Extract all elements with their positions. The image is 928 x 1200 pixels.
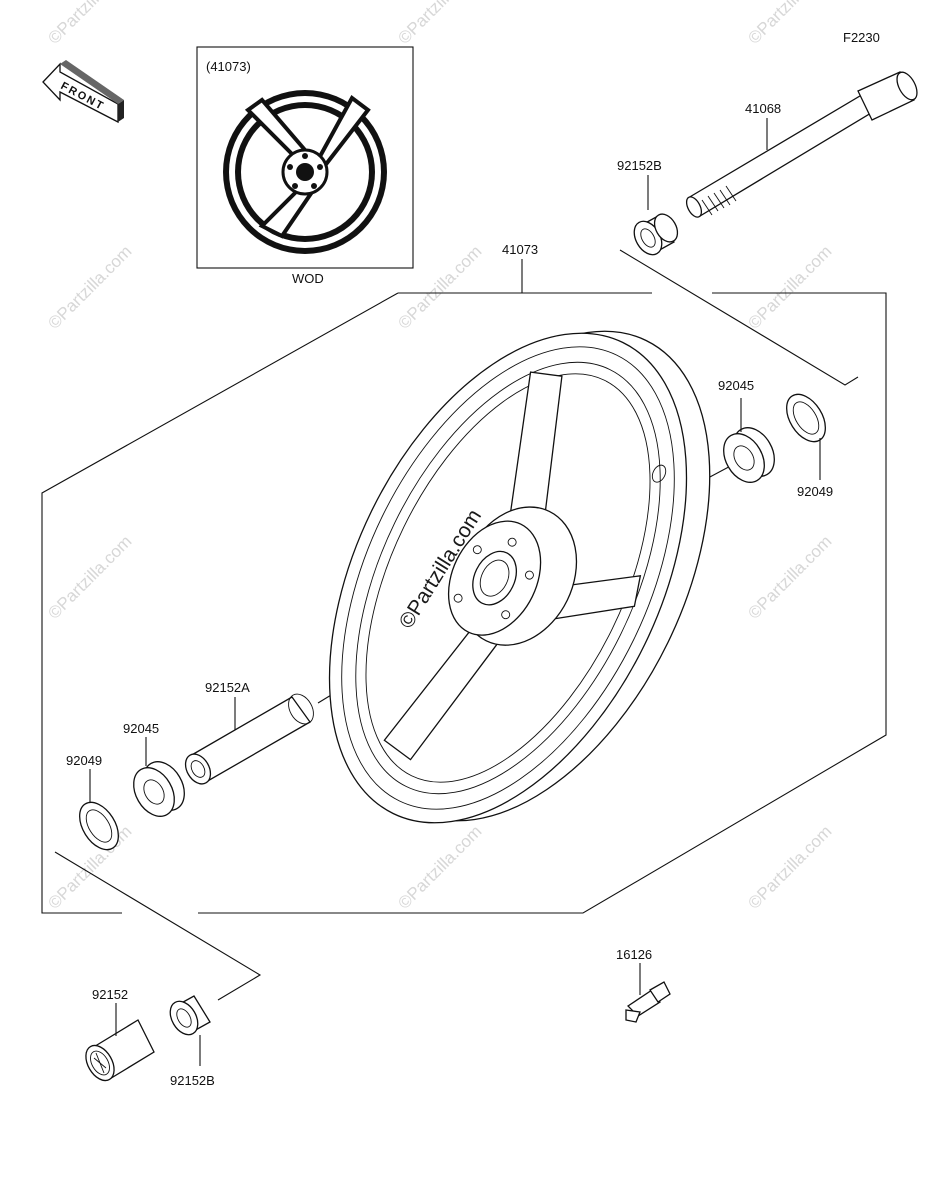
label-valve: 16126 bbox=[616, 947, 652, 962]
watermark: ©Partzilla.com bbox=[744, 822, 835, 913]
inset-part-number: (41073) bbox=[206, 59, 251, 74]
bearing-left bbox=[133, 761, 185, 817]
label-seal-left: 92049 bbox=[66, 753, 102, 768]
watermark: ©Partzilla.com bbox=[44, 242, 135, 333]
valve-stem bbox=[625, 981, 671, 1023]
label-bearing-left: 92045 bbox=[123, 721, 159, 736]
watermark: ©Partzilla.com bbox=[744, 0, 835, 48]
inset-caption: WOD bbox=[292, 271, 324, 286]
watermark: ©Partzilla.com bbox=[44, 532, 135, 623]
label-collar-bottom-left: 92152 bbox=[92, 987, 128, 1002]
label-seal-right: 92049 bbox=[797, 484, 833, 499]
axle-leader-left bbox=[54, 851, 262, 1001]
label-spacer: 92152A bbox=[205, 680, 250, 695]
collar-top bbox=[633, 213, 679, 256]
main-wheel bbox=[328, 330, 711, 824]
axle bbox=[685, 71, 918, 218]
inset-box: (41073) WOD bbox=[196, 46, 414, 286]
front-arrow-icon: FRONT bbox=[42, 60, 124, 124]
seal-left bbox=[79, 801, 119, 851]
diagram-code: F2230 bbox=[843, 30, 880, 45]
axle-leader-right bbox=[619, 249, 859, 386]
inset-wheel bbox=[223, 90, 387, 254]
label-wheel: 41073 bbox=[502, 242, 538, 257]
watermark: ©Partzilla.com bbox=[744, 242, 835, 333]
bearing-right bbox=[723, 427, 775, 483]
label-collar-top: 92152B bbox=[617, 158, 662, 173]
spacer bbox=[184, 693, 314, 785]
collar-bottom-right bbox=[169, 995, 211, 1036]
watermark: ©Partzilla.com bbox=[394, 822, 485, 913]
watermark: ©Partzilla.com bbox=[44, 0, 135, 48]
seal-right bbox=[786, 393, 826, 443]
label-collar-bottom-right: 92152B bbox=[170, 1073, 215, 1088]
watermark: ©Partzilla.com bbox=[744, 532, 835, 623]
collar-bottom-left bbox=[85, 1019, 155, 1082]
assembly-outline bbox=[41, 292, 887, 914]
watermark: ©Partzilla.com bbox=[394, 0, 485, 48]
label-bearing-right: 92045 bbox=[718, 378, 754, 393]
label-axle: 41068 bbox=[745, 101, 781, 116]
